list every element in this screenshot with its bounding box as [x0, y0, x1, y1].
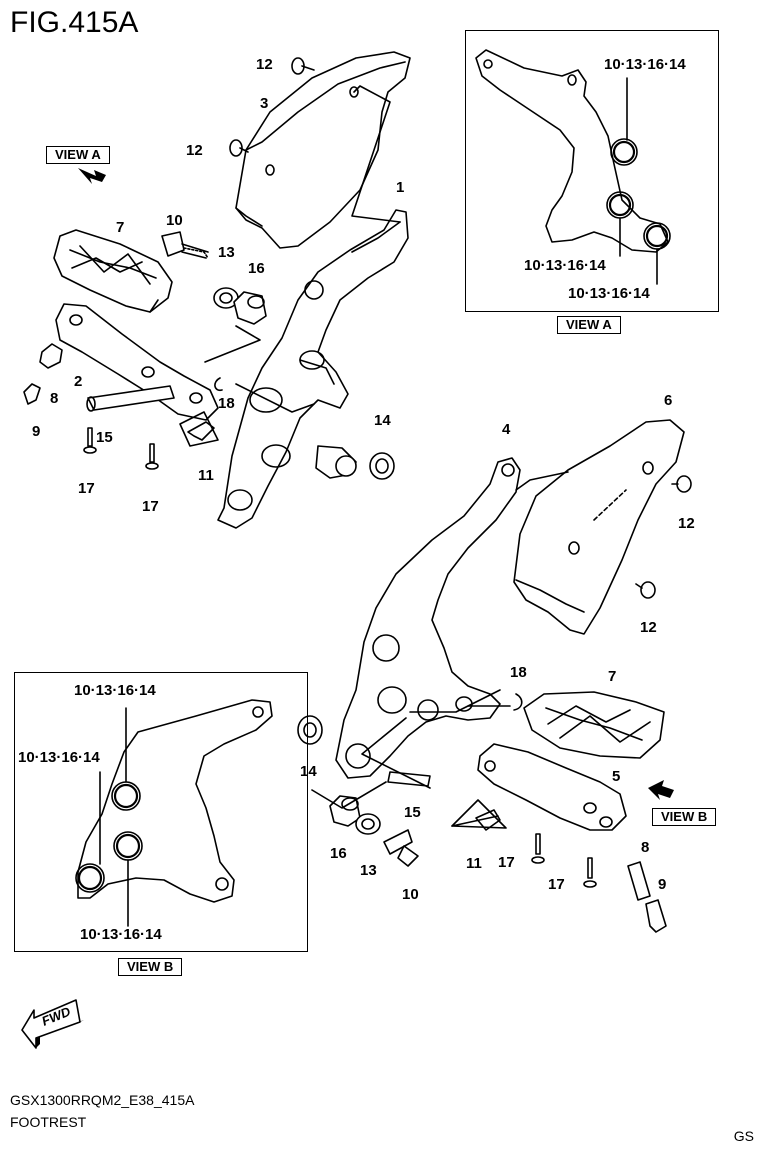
footrest-bracket-part-4: [335, 457, 569, 779]
region-code: GS: [733, 1128, 754, 1144]
part-label: 10: [402, 886, 419, 903]
part-label: 15: [404, 804, 421, 821]
plug-part-9: [23, 383, 41, 405]
bearing-set-callout: 10·13·16·14: [18, 749, 100, 766]
footrest-arm-part-2: [55, 303, 219, 421]
part-label: 17: [498, 854, 515, 871]
bearing-set-callout: 10·13·16·14: [80, 926, 162, 943]
rubber-part-8: [39, 343, 63, 369]
bearing-set-callout: 10·13·16·14: [568, 285, 650, 302]
heel-guard-part-6: [513, 419, 685, 635]
part-label: 7: [608, 668, 617, 685]
part-label: 15: [96, 429, 113, 446]
view-b-inset-frame: [14, 672, 308, 952]
part-label: 12: [256, 56, 273, 73]
part-label: 16: [330, 845, 347, 862]
footrest-arm-part-5: [477, 743, 627, 831]
part-label: 11: [198, 467, 214, 484]
bushing-part-16: [233, 291, 267, 325]
part-label: 9: [32, 423, 41, 440]
part-label: 7: [116, 219, 125, 236]
bearing-set-callout: 10·13·16·14: [524, 257, 606, 274]
part-label: 11: [466, 855, 482, 872]
view-a-bracket-drawing: [475, 49, 671, 285]
part-label: 2: [74, 373, 83, 390]
figure-description: FOOTREST: [10, 1114, 87, 1130]
model-code: GSX1300RRQM2_E38_415A: [10, 1092, 195, 1108]
footrest-bracket-part-1: [217, 209, 409, 529]
view-b-tag-main: VIEW B: [652, 808, 717, 826]
footpeg-part-7: [53, 229, 173, 313]
part-label: 12: [678, 515, 695, 532]
view-a-tag-main: VIEW A: [46, 146, 110, 164]
part-label: 4: [502, 421, 511, 438]
part-label: 14: [374, 412, 391, 429]
view-b-tag-inset: VIEW B: [118, 958, 183, 976]
part-label: 6: [664, 392, 673, 409]
part-label: 18: [218, 395, 235, 412]
heel-guard-part-3: [235, 51, 411, 249]
part-label: 1: [396, 179, 405, 196]
part-label: 17: [142, 498, 159, 515]
view-a-tag-inset: VIEW A: [557, 316, 621, 334]
part-label: 18: [510, 664, 527, 681]
figure-title: FIG.415A: [10, 6, 139, 39]
part-label: 8: [641, 839, 650, 856]
part-label: 12: [186, 142, 203, 159]
bearing-set-callout: 10·13·16·14: [604, 56, 686, 73]
washer-part-14: [369, 452, 395, 480]
part-label: 17: [78, 480, 95, 497]
fwd-arrow-icon: [21, 999, 84, 1049]
view-b-bracket-drawing: [75, 699, 273, 927]
part-label: 10: [166, 212, 183, 229]
part-label: 13: [360, 862, 377, 879]
part-label: 9: [658, 876, 667, 893]
part-label: 3: [260, 95, 269, 112]
part-label: 13: [218, 244, 235, 261]
part-label: 12: [640, 619, 657, 636]
part-label: 8: [50, 390, 59, 407]
view-a-arrow-icon: [78, 168, 106, 184]
view-b-arrow-icon: [648, 780, 674, 800]
part-label: 14: [300, 763, 317, 780]
bolt-part-10: [161, 231, 209, 259]
part-label: 16: [248, 260, 265, 277]
part-label: 17: [548, 876, 565, 893]
bearing-set-callout: 10·13·16·14: [74, 682, 156, 699]
pin-part-15: [87, 385, 175, 411]
footpeg-part-7-lower: [523, 691, 665, 759]
part-label: 5: [612, 768, 621, 785]
view-a-inset-frame: [465, 30, 719, 312]
